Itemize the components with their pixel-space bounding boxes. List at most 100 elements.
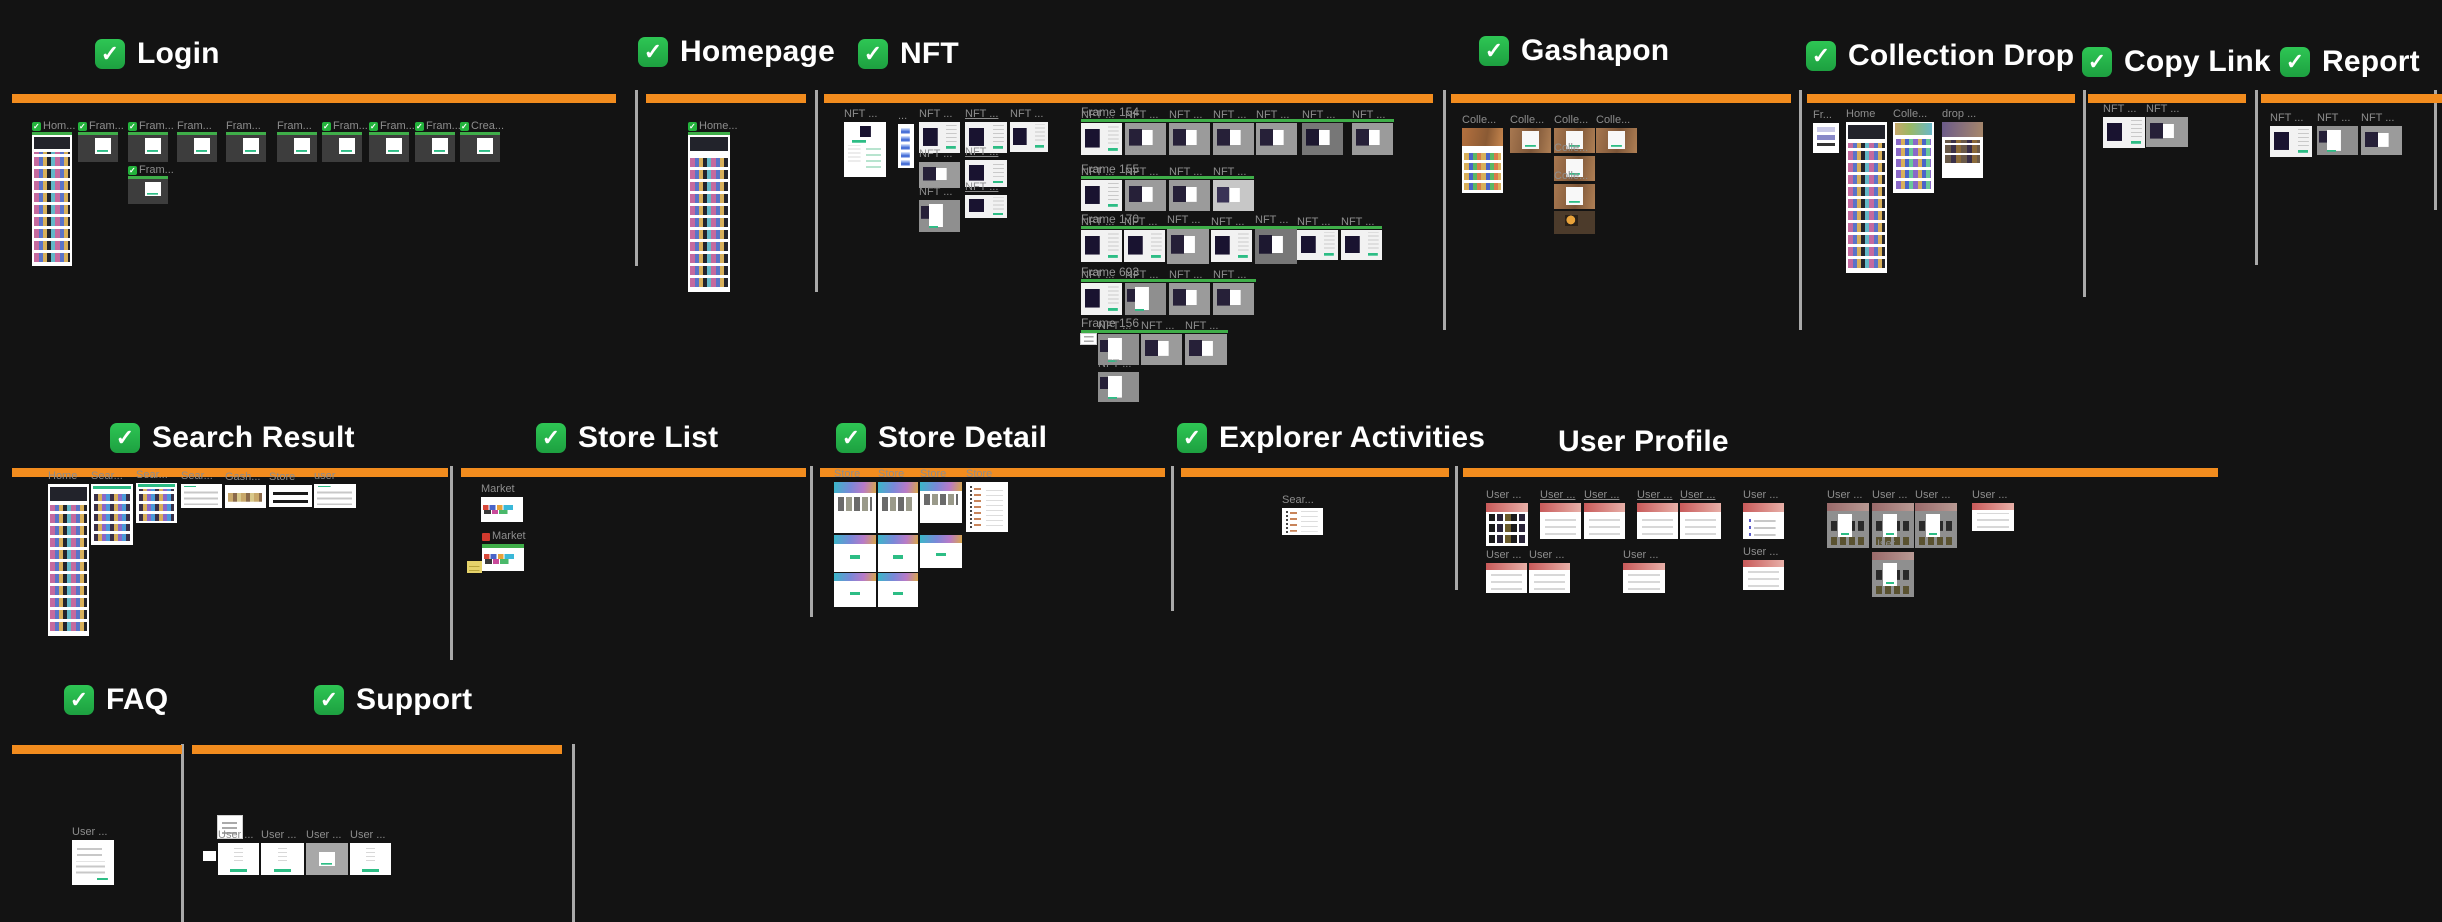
frame-thumb-nft[interactable] [1302,123,1343,155]
frame-thumb-user-profile[interactable] [1540,503,1581,539]
frame-thumb-nft[interactable] [1169,283,1210,315]
frame-label-collection-drop[interactable]: Fr... [1813,109,1832,122]
frame-label-nft[interactable]: NFT ... [1213,269,1246,282]
frame-label-nft[interactable]: NFT ... [1213,166,1246,179]
frame-label-nft[interactable]: NFT ... [1341,216,1374,229]
frame-thumb-nft[interactable] [1211,230,1252,262]
frame-label-user-profile[interactable]: User ... [1540,489,1575,502]
frame-label-report[interactable]: NFT ... [2361,112,2394,125]
frame-label-store-detail[interactable]: Store [966,468,992,481]
frame-label-nft[interactable]: ... [898,110,907,123]
frame-thumb-search-result[interactable] [225,485,266,508]
frame-thumb-copy-link[interactable] [2146,117,2188,147]
frame-label-nft[interactable]: NFT ... [1098,358,1131,371]
frame-thumb-user-profile[interactable] [1915,503,1957,548]
frame-label-login[interactable]: Fram... [128,120,174,133]
frame-thumb-support[interactable] [261,843,304,875]
frame-label-nft[interactable]: NFT ... [919,148,952,161]
frame-thumb-collection-drop[interactable] [1813,123,1839,153]
frame-thumb-gashapon[interactable] [1596,128,1637,153]
frame-label-nft[interactable]: NFT ... [844,108,877,121]
frame-thumb-login[interactable] [322,134,362,162]
section-header-nft[interactable]: ✓ NFT [858,36,959,72]
section-header-search-result[interactable]: ✓ Search Result [110,420,355,456]
frame-thumb-nft[interactable] [919,162,960,188]
frame-label-login[interactable]: Fram... [369,120,415,133]
frame-thumb-user-profile[interactable] [1972,503,2014,531]
frame-label-user-profile[interactable]: User ... [1915,489,1950,502]
frame-label-nft[interactable]: NFT ... [965,108,998,121]
section-header-store-detail[interactable]: ✓ Store Detail [836,420,1047,456]
frame-thumb-user-profile[interactable] [1529,563,1570,593]
frame-label-nft[interactable]: NFT ... [1211,216,1244,229]
frame-label-search-result[interactable]: Sear... [91,470,123,483]
frame-thumb-nft[interactable] [1352,123,1393,155]
frame-thumb-user-profile[interactable] [1827,503,1869,548]
frame-label-nft[interactable]: NFT ... [1255,214,1288,227]
frame-thumb-user-profile[interactable] [1743,560,1784,590]
frame-label-nft[interactable]: NFT ... [1125,269,1158,282]
frame-thumb-nft[interactable] [1081,180,1122,211]
frame-label-nft[interactable]: NFT ... [919,108,952,121]
frame-label-nft[interactable]: NFT ... [1297,216,1330,229]
frame-label-collection-drop[interactable]: Colle... [1893,108,1927,121]
frame-thumb-nft[interactable] [1081,283,1122,315]
frame-thumb-support[interactable] [350,843,391,875]
frame-label-nft[interactable]: NFT ... [965,146,998,159]
frame-label-search-result[interactable]: Sear... [136,469,168,482]
frame-label-user-profile[interactable]: User ... [1584,489,1619,502]
frame-thumb-report[interactable] [2317,126,2358,155]
frame-label-support[interactable]: User ... [350,829,385,842]
section-header-copy-link[interactable]: ✓ Copy Link [2082,44,2271,80]
frame-label-user-profile[interactable]: User ... [1680,489,1715,502]
section-header-gashapon[interactable]: ✓ Gashapon [1479,33,1669,69]
frame-label-nft[interactable]: NFT ... [1081,109,1114,122]
frame-thumb-nft[interactable] [1167,228,1209,264]
frame-thumb-nft[interactable] [1213,283,1254,315]
frame-thumb-user-profile[interactable] [1637,503,1678,539]
frame-label-user-profile[interactable]: User ... [1827,489,1862,502]
frame-label-collection-drop[interactable]: Home [1846,108,1875,121]
frame-thumb-store-detail[interactable] [834,573,876,607]
frame-label-user-profile[interactable]: User ... [1743,546,1778,559]
section-header-report[interactable]: ✓ Report [2280,44,2420,80]
frame-label-copy-link[interactable]: NFT ... [2103,103,2136,116]
frame-thumb-nft[interactable] [1141,334,1182,365]
frame-label-copy-link[interactable]: NFT ... [2146,103,2179,116]
frame-label-gashapon[interactable]: Colle... [1462,114,1496,127]
frame-thumb-nft[interactable] [1081,230,1122,262]
frame-thumb-nft[interactable] [1297,230,1338,260]
frame-label-store-detail[interactable]: Store [878,468,904,481]
section-header-collection-drop[interactable]: ✓ Collection Drop [1806,38,2074,74]
frame-thumb-homepage[interactable] [688,134,730,292]
frame-label-nft[interactable]: NFT ... [1169,269,1202,282]
frame-label-user-profile[interactable]: User ... [1872,489,1907,502]
frame-label-gashapon[interactable]: Colle... [1554,142,1588,155]
frame-thumb-nft[interactable] [1169,123,1210,155]
frame-thumb-nft[interactable] [1125,283,1166,315]
frame-thumb-support[interactable] [218,843,259,875]
frame-thumb-report[interactable] [2270,126,2312,157]
frame-label-user-profile[interactable]: User ... [1637,489,1672,502]
frame-label-nft[interactable]: NFT ... [1141,320,1174,333]
frame-thumb-login[interactable] [128,178,168,204]
frame-label-nft[interactable]: NFT ... [1167,214,1200,227]
frame-label-user-profile[interactable]: User ... [1872,538,1907,551]
frame-thumb-login[interactable] [369,134,409,162]
frame-thumb-faq[interactable] [72,840,114,885]
frame-thumb-user-profile[interactable] [1623,563,1665,593]
frame-thumb-store-detail[interactable] [878,535,918,572]
frame-thumb-user-profile[interactable] [1680,503,1721,539]
frame-label-gashapon[interactable]: Colle... [1596,114,1630,127]
frame-thumb-store-detail[interactable] [920,535,962,568]
frame-label-nft[interactable]: NFT ... [1081,216,1114,229]
section-header-explorer-activities[interactable]: ✓ Explorer Activities [1177,420,1485,456]
frame-label-search-result[interactable]: Home [48,470,77,483]
frame-label-nft[interactable]: NFT ... [1081,269,1114,282]
section-header-support[interactable]: ✓ Support [314,682,472,718]
frame-thumb-user-profile[interactable] [1872,552,1914,597]
frame-label-support[interactable]: User ... [218,829,253,842]
frame-thumb-nft[interactable] [1256,123,1297,155]
frame-label-store-list[interactable]: Market [482,530,526,543]
frame-thumb-gashapon[interactable] [1554,184,1595,209]
